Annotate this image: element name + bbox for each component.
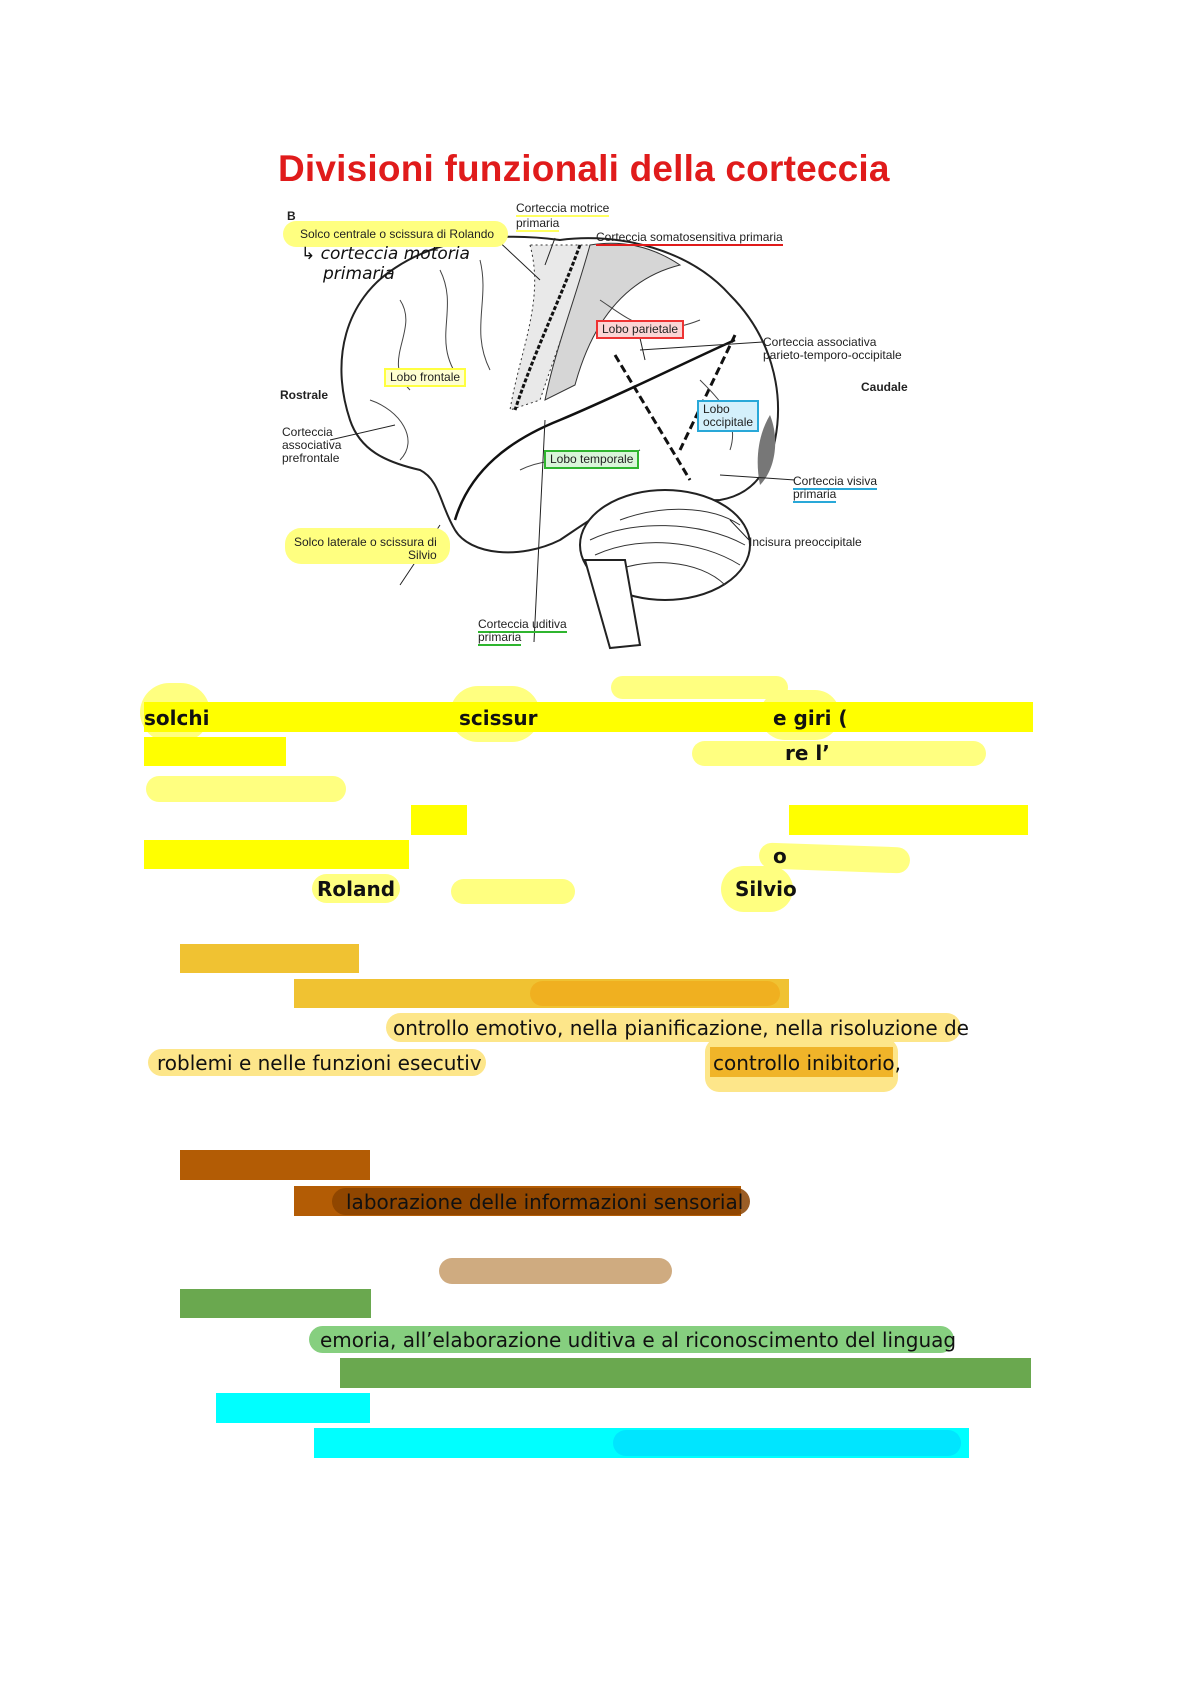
label-line: Corteccia uditiva [478,617,567,633]
label-line: parieto-temporo-occipitale [763,348,902,362]
frontal-text-line-1: ontrollo emotivo, nella pianificazione, … [393,1016,969,1040]
highlight-pill [611,676,788,699]
handwritten-note-1: ↳ corteccia motoria [301,244,470,264]
temporal-text-line: emoria, all’elaborazione uditiva e al ri… [320,1328,957,1352]
label-line: Corteccia motrice [516,201,610,217]
highlight-pill [312,874,400,903]
label-lobo-temporale: Lobo temporale [544,450,640,469]
label-caudale: Caudale [861,380,908,394]
label-line: Corteccia visiva [793,474,878,490]
highlight-bar [144,737,286,766]
brainstem [583,559,642,650]
label-lobo-parietale: Lobo parietale [596,320,685,339]
label-line: associativa [282,438,342,452]
label-line: primaria [478,630,522,646]
label-somatosensitiva: Corteccia somatosensitiva primaria [596,230,783,246]
label-incisura: Incisura preoccipitale [749,535,862,549]
highlight-solco-laterale [285,528,450,564]
highlight-bar [789,805,1028,835]
highlight-bar [180,1289,371,1318]
label-line: Corteccia [282,425,333,439]
handwritten-note-2: primaria [323,264,395,284]
highlight-pill [530,981,780,1006]
word-e-giri: e giri ( [773,706,848,730]
highlight-pill [439,1258,672,1284]
highlight-pill [386,1013,961,1042]
comma: , [894,1051,901,1075]
inhibitory-text: controllo inibitorio [713,1051,895,1075]
label-line: occipitale [703,415,754,429]
word-silvio: Silvio [735,877,797,901]
highlight-bar [180,944,359,973]
frontal-inhibitory-control: controllo inibitorio, [713,1051,901,1075]
label-solco-laterale: Solco laterale o scissura di Silvio [294,536,437,562]
label-visiva: Corteccia visiva primaria [793,474,878,503]
word-solchi: solchi [144,706,210,730]
panel-letter: B [287,209,296,223]
word-roland: Roland [317,877,396,901]
label-line: primaria [516,216,560,232]
label-line: Corteccia associativa [763,335,877,349]
label-lobo-frontale: Lobo frontale [384,368,467,387]
highlight-pill [613,1430,961,1456]
page-title: Divisioni funzionali della corteccia [278,148,890,189]
highlight-pill [146,776,346,802]
highlight-bar [710,1047,893,1077]
frontal-text-line-2: roblemi e nelle funzioni esecutiv [157,1051,482,1075]
highlight-bar [144,702,1033,732]
highlight-bar [144,840,409,869]
label-solco-centrale: Solco centrale o scissura di Rolando [300,227,495,241]
label-prefrontale: Corteccia associativa prefrontale [282,426,341,465]
word-re-l: re l’ [785,741,830,765]
highlight-bar [180,1150,370,1180]
label-uditiva: Corteccia uditiva primaria [478,617,567,646]
label-line: primaria [793,487,837,503]
highlight-solco-centrale [283,221,508,247]
highlight-pill [309,1326,954,1353]
brain-diagram [329,235,796,650]
highlight-pill [692,741,986,766]
highlight-bar [411,805,467,835]
label-lobo-occipitale: Lobo occipitale [697,400,760,432]
label-rostrale: Rostrale [280,388,329,402]
highlight-bar [216,1393,370,1423]
label-line: Lobo [703,402,730,416]
label-line: Silvio [408,548,437,562]
highlight-pill [148,1049,486,1076]
highlight-circle [721,866,793,912]
label-corteccia-motrice: Corteccia motrice primaria [516,201,610,232]
highlight-bar [340,1358,1031,1388]
word-scissur: scissur [459,706,538,730]
highlight-pill [451,879,575,904]
word-o: o [773,844,787,868]
label-line: Solco laterale o scissura di [294,535,437,549]
label-assoc-pto: Corteccia associativa parieto-temporo-oc… [763,336,902,362]
highlight-pill [332,1188,750,1215]
label-line: prefrontale [282,451,340,465]
parietal-text-line: laborazione delle informazioni sensorial [346,1190,744,1214]
